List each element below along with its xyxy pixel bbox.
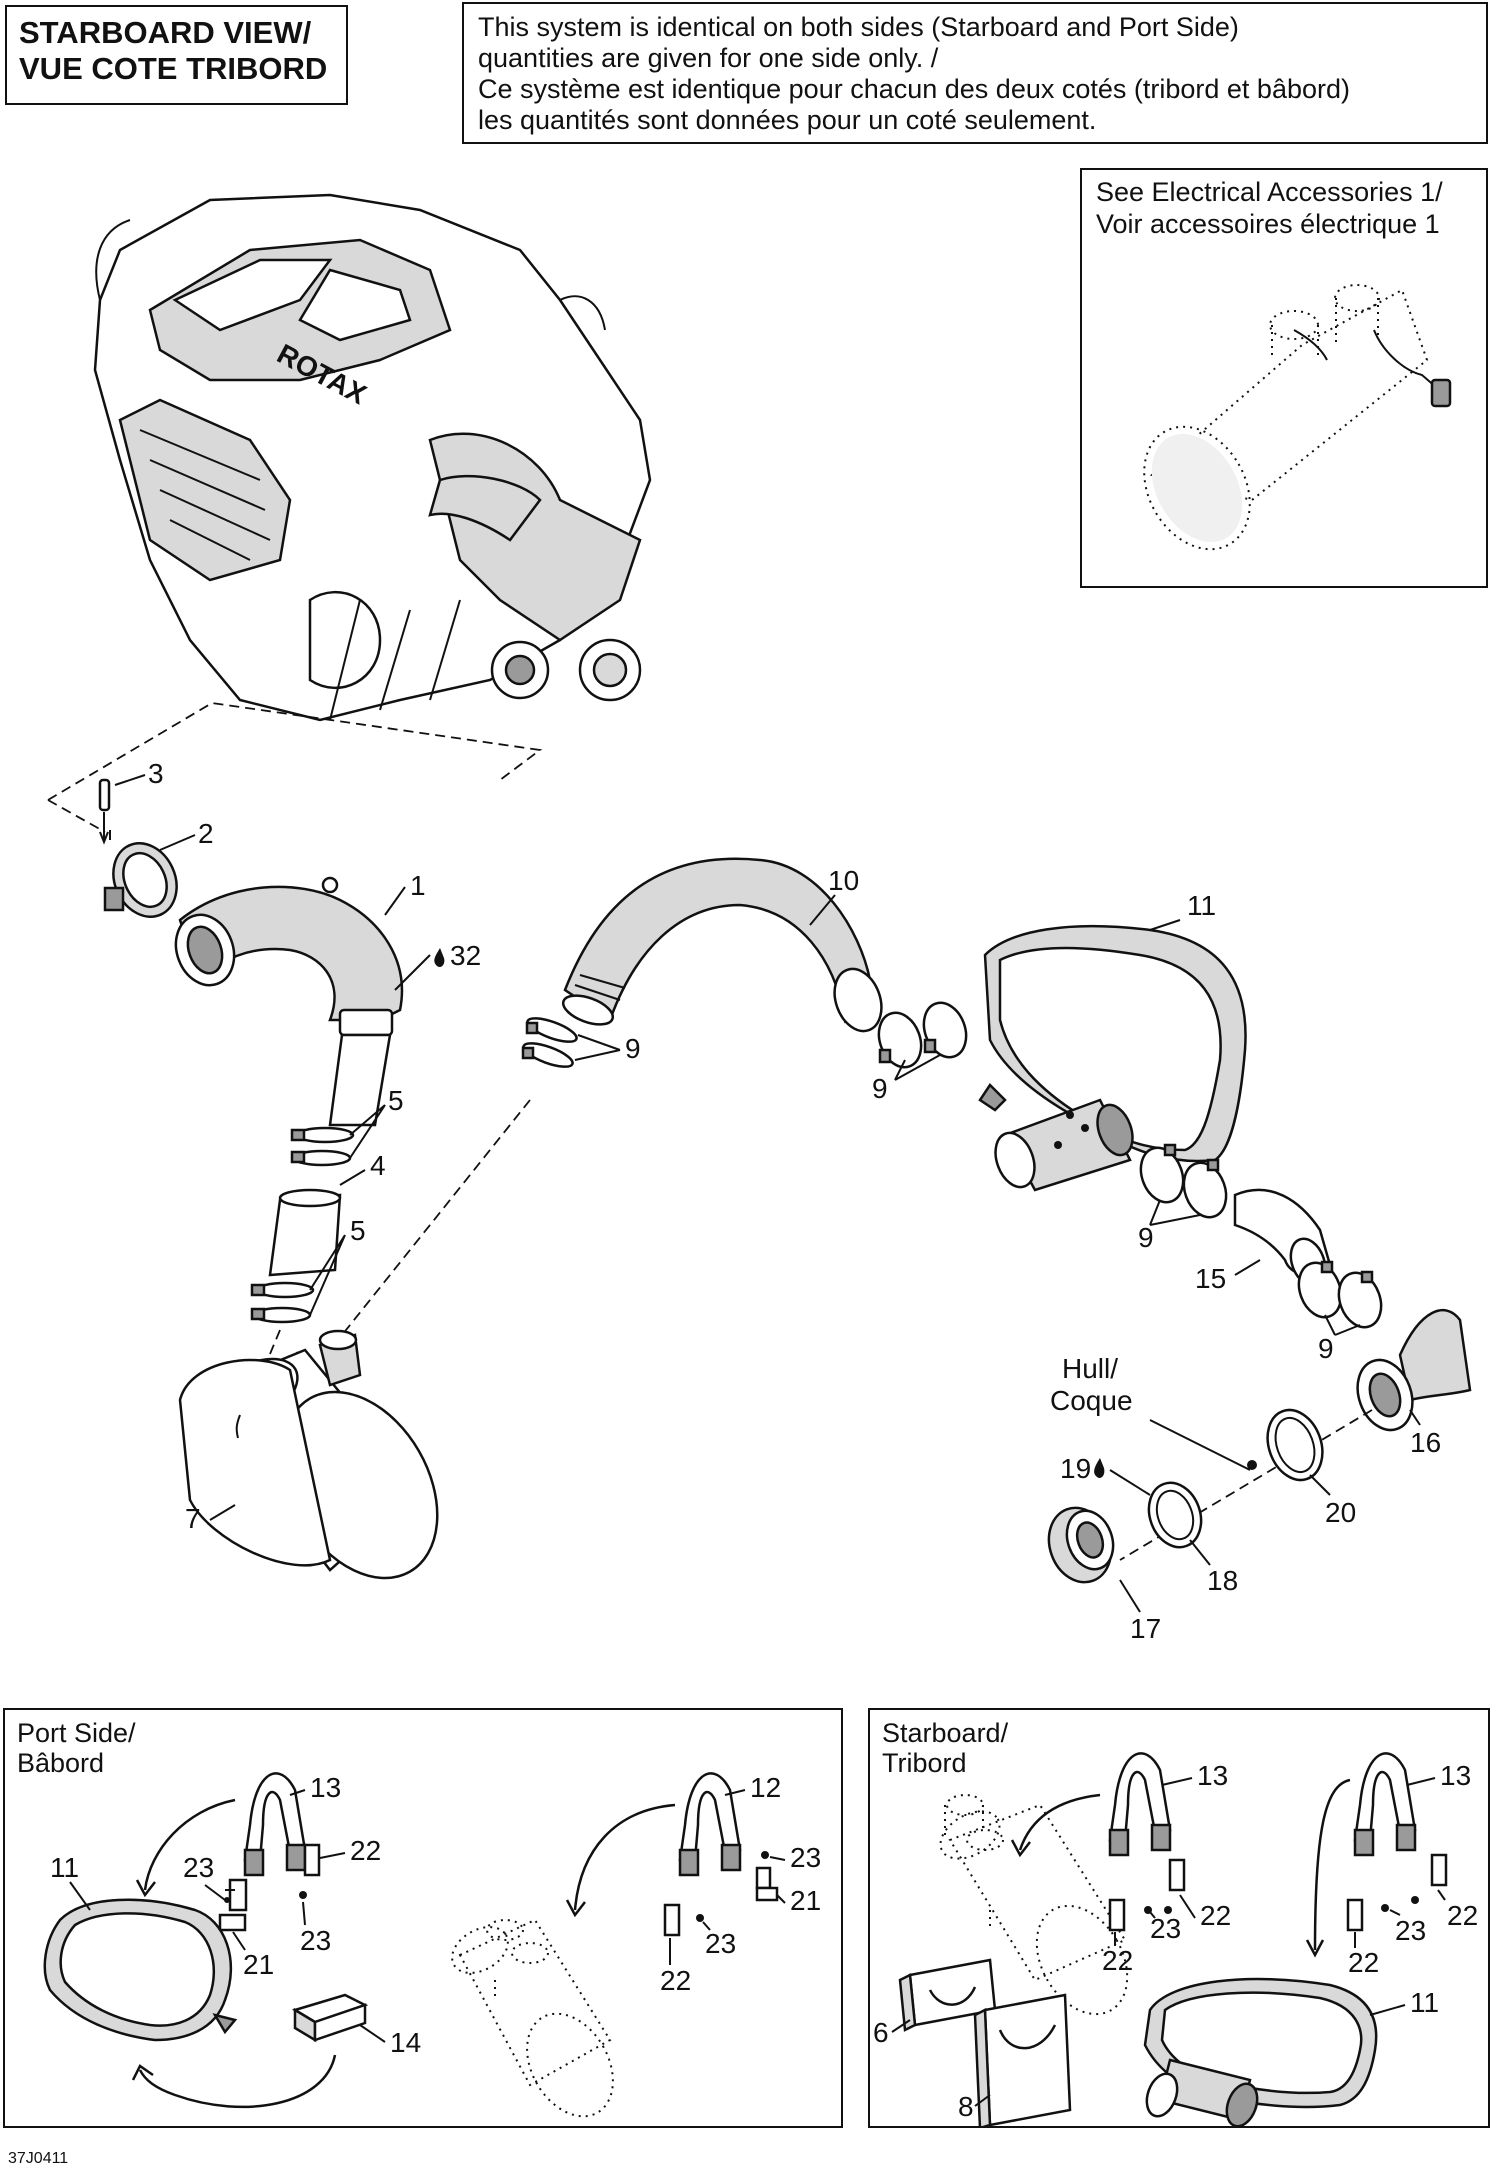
- callout-15: 15: [1195, 1263, 1226, 1294]
- part-7-muffler: [178, 1329, 439, 1580]
- callout-20: 20: [1325, 1497, 1356, 1528]
- part-2-clamp: [103, 842, 178, 918]
- port-callout-13: 13: [310, 1772, 341, 1803]
- starboard-callout-6: 6: [873, 2017, 889, 2048]
- callout-9-upper-right: 9: [872, 1073, 888, 1104]
- starboard-label: Starboard/ Tribord: [882, 1718, 1008, 1778]
- part-9-clamps-lower-right: [1297, 1260, 1383, 1329]
- callout-18: 18: [1207, 1565, 1238, 1596]
- callout-3: 3: [148, 758, 164, 789]
- callout-5-lower: 5: [350, 1215, 366, 1246]
- sealant-drop-icon: [434, 948, 445, 968]
- callout-11: 11: [1187, 890, 1216, 921]
- sealant-drop-icon-19: [1094, 1458, 1105, 1479]
- hull-label-line1: Hull/: [1062, 1353, 1118, 1384]
- part-4-hose: [268, 1188, 342, 1277]
- system-note-box: This system is identical on both sides (…: [462, 2, 1488, 144]
- hull-label-line2: Coque: [1050, 1385, 1133, 1416]
- port-callout-23-c: 23: [790, 1842, 821, 1873]
- part-3-stud: [98, 778, 111, 845]
- callout-9-left: 9: [625, 1033, 641, 1064]
- part-9-clamps-middle-right: [1139, 1143, 1228, 1219]
- starboard-callout-22-b: 22: [1102, 1945, 1133, 1976]
- port-callout-22-a: 22: [350, 1835, 381, 1866]
- note-line1: This system is identical on both sides (…: [478, 12, 1239, 42]
- part-18-gasket: [1147, 1481, 1203, 1549]
- starboard-callout-13-b: 13: [1440, 1760, 1471, 1791]
- view-title-line1: STARBOARD VIEW/: [19, 15, 312, 50]
- port-side-drawing: 13 23 22 23 21 11 14: [43, 1772, 821, 2118]
- starboard-inset: Starboard/ Tribord 13 22 23 22 6: [868, 1708, 1490, 2128]
- callout-9-lower-right: 9: [1318, 1333, 1334, 1364]
- view-title-line2: VUE COTE TRIBORD: [19, 51, 328, 86]
- callout-7: 7: [185, 1503, 201, 1534]
- part-5-clamps-lower: [250, 1281, 315, 1324]
- callout-32: 32: [450, 940, 481, 971]
- callout-9-middle-right: 9: [1138, 1222, 1154, 1253]
- electrical-label-line2: Voir accessoires électrique 1: [1096, 209, 1440, 239]
- part-9-clamps-upper-right: [877, 1001, 968, 1069]
- port-callout-23-b: 23: [300, 1925, 331, 1956]
- electrical-label-line1: See Electrical Accessories 1/: [1096, 177, 1443, 207]
- starboard-callout-22-c: 22: [1447, 1900, 1478, 1931]
- port-callout-23-a: 23: [183, 1852, 214, 1883]
- starboard-drawing: 13 22 23 22 6 8 13 22: [873, 1752, 1478, 2126]
- electrical-accessories-inset: See Electrical Accessories 1/ Voir acces…: [1080, 168, 1488, 588]
- port-side-label-line1: Port Side/: [17, 1718, 136, 1748]
- callout-2: 2: [198, 818, 214, 849]
- starboard-callout-11: 11: [1410, 1987, 1439, 2018]
- engine-assembly: ROTAX: [93, 193, 652, 722]
- note-line2: quantities are given for one side only. …: [478, 43, 939, 73]
- starboard-label-line1: Starboard/: [882, 1718, 1009, 1748]
- port-side-label-line2: Bâbord: [17, 1748, 105, 1778]
- drawing-code: 37J0411: [8, 2150, 69, 2167]
- port-side-inset: Port Side/ Bâbord 13 23 22 23 21 11: [3, 1708, 843, 2128]
- starboard-callout-8: 8: [958, 2091, 974, 2122]
- note-line3: Ce système est identique pour chacun des…: [478, 74, 1350, 104]
- callout-16: 16: [1410, 1427, 1441, 1458]
- view-title-box: STARBOARD VIEW/ VUE COTE TRIBORD: [5, 5, 348, 105]
- part-15-hose: [1233, 1188, 1332, 1287]
- note-line4: les quantités sont données pour un coté …: [478, 105, 1097, 135]
- port-callout-23-d: 23: [705, 1928, 736, 1959]
- part-9-clamps-left: [521, 1017, 578, 1068]
- part-11-resonator: [978, 924, 1247, 1192]
- port-callout-22-b: 22: [660, 1965, 691, 1996]
- starboard-callout-22-a: 22: [1200, 1900, 1231, 1931]
- port-callout-21-b: 21: [790, 1885, 821, 1916]
- mounting-guideline: [47, 702, 543, 801]
- part-10-pipe: [561, 857, 883, 1033]
- callout-17: 17: [1130, 1613, 1161, 1644]
- starboard-callout-23-a: 23: [1150, 1913, 1181, 1944]
- port-side-label: Port Side/ Bâbord: [17, 1718, 136, 1778]
- callout-19: 19: [1060, 1453, 1091, 1484]
- starboard-callout-22-d: 22: [1348, 1947, 1379, 1978]
- port-callout-14: 14: [390, 2027, 421, 2058]
- starboard-label-line2: Tribord: [882, 1748, 967, 1778]
- part-5-clamps-upper: [290, 1126, 355, 1167]
- starboard-callout-23-b: 23: [1395, 1915, 1426, 1946]
- callout-10: 10: [828, 865, 859, 896]
- electrical-accessories-label[interactable]: See Electrical Accessories 1/ Voir acces…: [1096, 176, 1443, 240]
- part-20-gasket: [1266, 1408, 1324, 1482]
- port-callout-12: 12: [750, 1772, 781, 1803]
- part-17-outlet-flange: [1047, 1506, 1115, 1584]
- callout-1: 1: [410, 870, 426, 901]
- dotted-muffler-drawing: [1143, 284, 1452, 551]
- callout-4: 4: [370, 1150, 386, 1181]
- part-1-exhaust-pipe: [174, 876, 404, 1127]
- port-callout-11: 11: [50, 1852, 79, 1883]
- starboard-callout-13-a: 13: [1197, 1760, 1228, 1791]
- part-16-outlet-elbow: [1356, 1309, 1472, 1432]
- port-callout-21-a: 21: [243, 1949, 274, 1980]
- callout-5-upper: 5: [388, 1085, 404, 1116]
